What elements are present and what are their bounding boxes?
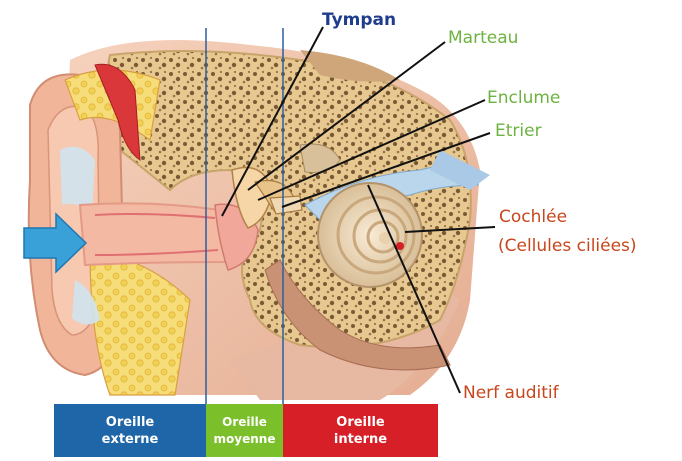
ear-canal: [80, 203, 235, 265]
section-outer-ear-line2: externe: [54, 431, 206, 448]
section-outer-ear-line1: Oreille: [54, 414, 206, 431]
label-tympan: Tympan: [322, 10, 396, 30]
label-etrier: Etrier: [495, 121, 542, 141]
label-nerf-auditif: Nerf auditif: [463, 383, 559, 403]
label-marteau: Marteau: [448, 28, 518, 48]
section-inner-ear: Oreille interne: [283, 404, 438, 457]
section-middle-ear: Oreille moyenne: [206, 404, 283, 457]
label-enclume: Enclume: [487, 88, 560, 108]
label-cellules-ciliees: (Cellules ciliées): [498, 236, 637, 256]
label-cochlee: Cochlée: [499, 207, 567, 227]
section-outer-ear: Oreille externe: [54, 404, 206, 457]
section-inner-ear-line2: interne: [283, 431, 438, 448]
section-middle-ear-line1: Oreille: [206, 414, 283, 431]
section-middle-ear-line2: moyenne: [206, 431, 283, 448]
section-inner-ear-line1: Oreille: [283, 414, 438, 431]
